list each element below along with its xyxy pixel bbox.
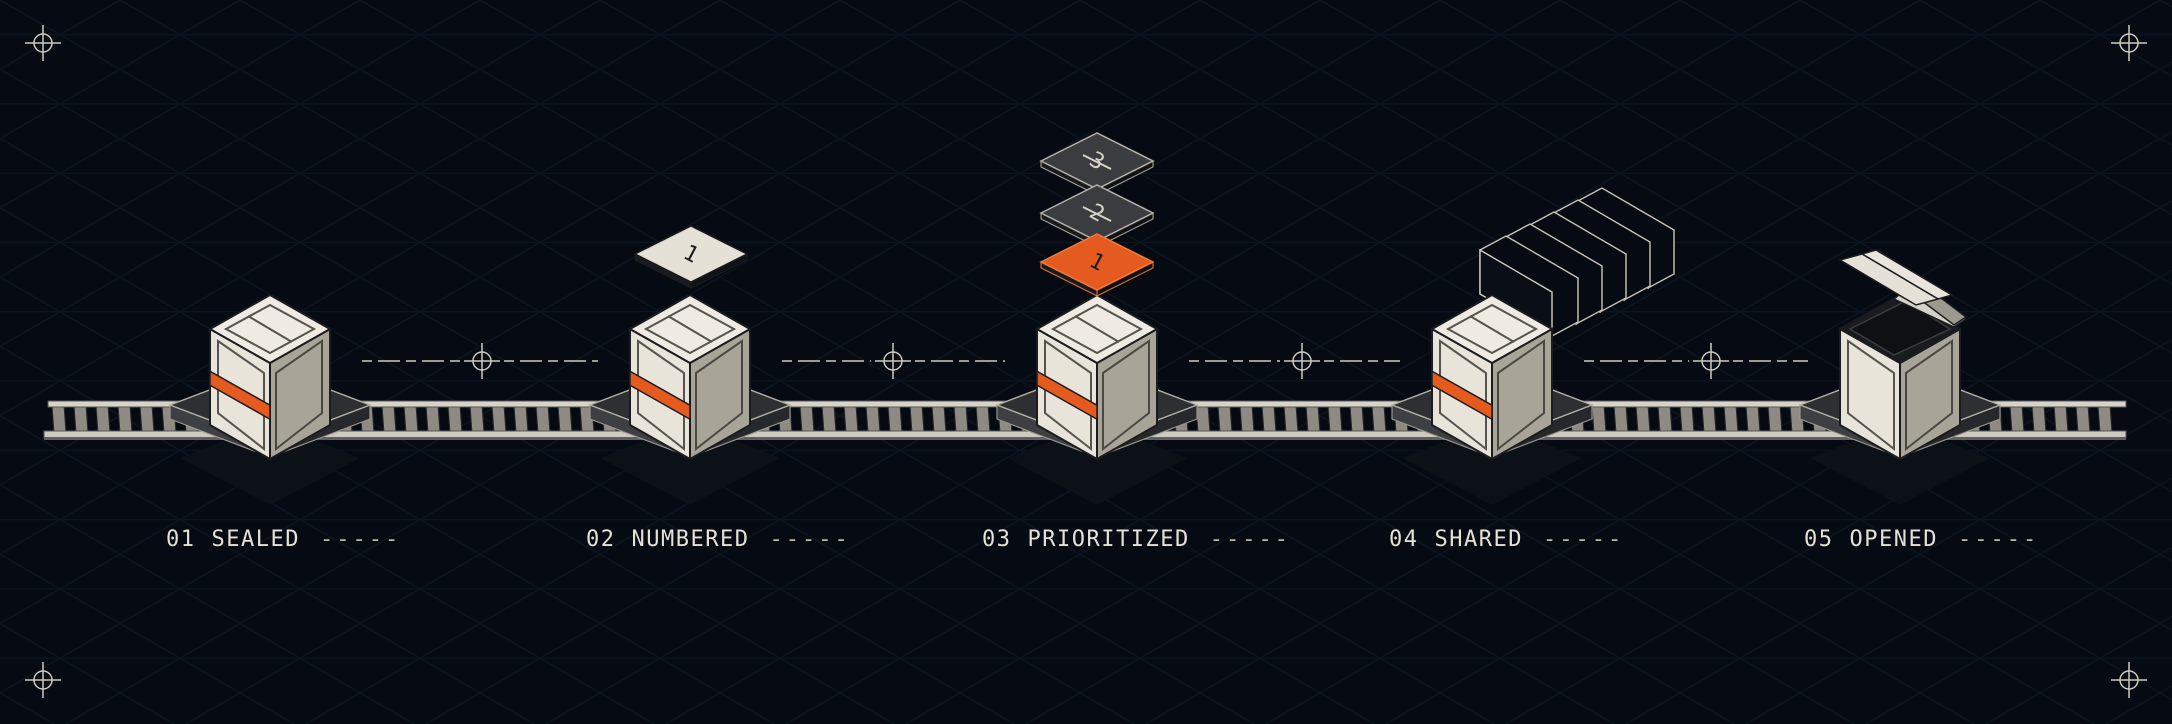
- stage-label: 03 PRIORITIZED -----: [982, 520, 1291, 560]
- stage-name: NUMBERED: [631, 527, 750, 552]
- crosshair-icon: [25, 25, 61, 61]
- stage-dashes: -----: [769, 527, 851, 552]
- stage-number: 03: [982, 527, 1012, 552]
- connector-line: [782, 343, 1005, 379]
- stage-label: 04 SHARED -----: [1389, 520, 1624, 560]
- stage-number: 04: [1389, 527, 1419, 552]
- accent-band: [209, 369, 271, 421]
- connector-line: [362, 343, 598, 379]
- stage-number: 05: [1804, 527, 1834, 552]
- stage-label: 02 NUMBERED -----: [586, 520, 851, 560]
- stage-name: SEALED: [211, 527, 300, 552]
- stage-sealed: [168, 293, 372, 505]
- stage-prioritized: 321: [995, 132, 1199, 505]
- stage-numbered: 1: [588, 225, 792, 505]
- crate-icon: [627, 293, 753, 461]
- stage-opened: [1798, 249, 2002, 505]
- stage-number: 01: [166, 527, 196, 552]
- stage-number: 02: [586, 527, 616, 552]
- stage-dashes: -----: [1957, 527, 2040, 552]
- stage-dashes: -----: [319, 527, 402, 552]
- crosshair-icon: [2111, 662, 2147, 698]
- stage-shared: [1390, 187, 1675, 505]
- connector-line: [1584, 343, 1808, 379]
- stage-name: SHARED: [1434, 527, 1523, 552]
- stage-name: OPENED: [1849, 527, 1938, 552]
- crosshair-icon: [1693, 343, 1729, 379]
- crate-icon: [207, 293, 333, 461]
- accent-band: [629, 369, 691, 421]
- stage-label: 05 OPENED -----: [1804, 520, 2039, 560]
- stage-label: 01 SEALED -----: [166, 520, 401, 560]
- crosshair-icon: [1284, 343, 1320, 379]
- accent-band: [1036, 369, 1098, 421]
- accent-band: [1431, 369, 1493, 421]
- tag-card-icon: 2: [1039, 184, 1155, 248]
- sheet-stack-icon: [1479, 187, 1675, 338]
- crate-icon: [1034, 293, 1160, 461]
- connector-line: [1189, 343, 1400, 379]
- tag-card-icon: 1: [633, 225, 749, 289]
- crosshair-icon: [2111, 25, 2147, 61]
- stage-dashes: -----: [1542, 527, 1625, 552]
- crosshair-icon: [875, 343, 911, 379]
- stage-name: PRIORITIZED: [1027, 527, 1190, 552]
- tag-card-icon: 1: [1039, 233, 1155, 297]
- stage-dashes: -----: [1209, 527, 1291, 552]
- crate-icon: [1837, 249, 1968, 461]
- crosshair-icon: [25, 662, 61, 698]
- crosshair-icon: [464, 343, 500, 379]
- crate-icon: [1429, 293, 1555, 461]
